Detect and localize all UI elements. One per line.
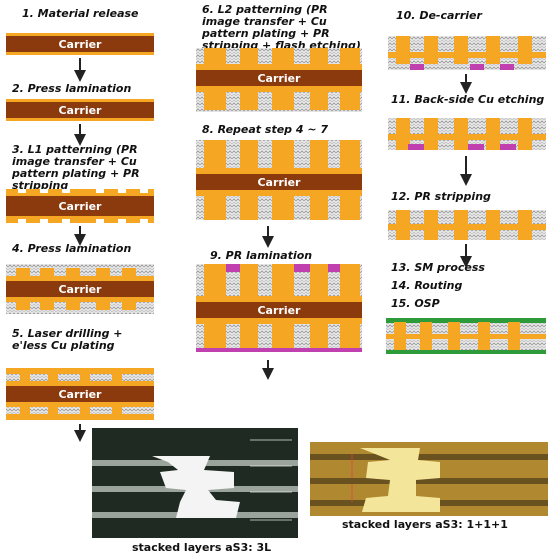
- step-15-stack: [386, 318, 546, 354]
- carrier-label: Carrier: [257, 176, 301, 189]
- step-8-stack: Carrier: [196, 140, 362, 220]
- step-9-stack: Carrier: [196, 264, 362, 352]
- carrier-label: Carrier: [58, 38, 102, 51]
- carrier-label: Carrier: [58, 388, 102, 401]
- step-10-stack: [388, 36, 546, 70]
- carrier-label: Carrier: [58, 200, 102, 213]
- step-11-stack: [388, 118, 546, 150]
- step-5-stack: Carrier: [6, 368, 154, 420]
- step-12-label: 12. PR stripping: [391, 190, 491, 203]
- step-8-label: 8. Repeat step 4 ~ 7: [202, 123, 329, 136]
- step-15-label: 15. OSP: [391, 297, 440, 310]
- carrier-label: Carrier: [257, 72, 301, 85]
- step-4-stack: Carrier: [6, 264, 154, 314]
- step-3-label: 3. L1 patterning (PR image transfer + Cu…: [12, 143, 140, 192]
- carrier-label: Carrier: [58, 104, 102, 117]
- step-10-label: 10. De-carrier: [396, 9, 482, 22]
- step-9-label: 9. PR lamination: [210, 249, 313, 262]
- micrograph-1plus1plus1: [310, 442, 548, 516]
- carrier-label: Carrier: [257, 304, 301, 317]
- step-11-label: 11. Back-side Cu etching: [391, 93, 545, 106]
- step-3-stack: Carrier: [6, 189, 154, 223]
- step-12-stack: [388, 210, 546, 240]
- step-2-stack: Carrier: [6, 99, 154, 121]
- step-2-label: 2. Press lamination: [12, 82, 132, 95]
- step-4-label: 4. Press lamination: [12, 242, 132, 255]
- step-14-label: 14. Routing: [391, 279, 463, 292]
- carrier-label: Carrier: [58, 283, 102, 296]
- caption-left: stacked layers aS3: 3L: [132, 541, 272, 554]
- step-5-label: 5. Laser drilling + e'less Cu plating: [12, 327, 123, 352]
- step-6-stack: Carrier: [196, 48, 362, 112]
- step-1-stack: Carrier: [6, 33, 154, 55]
- step-1-label: 1. Material release: [22, 7, 139, 20]
- caption-right: stacked layers aS3: 1+1+1: [342, 518, 508, 531]
- micrograph-3l: [92, 428, 298, 538]
